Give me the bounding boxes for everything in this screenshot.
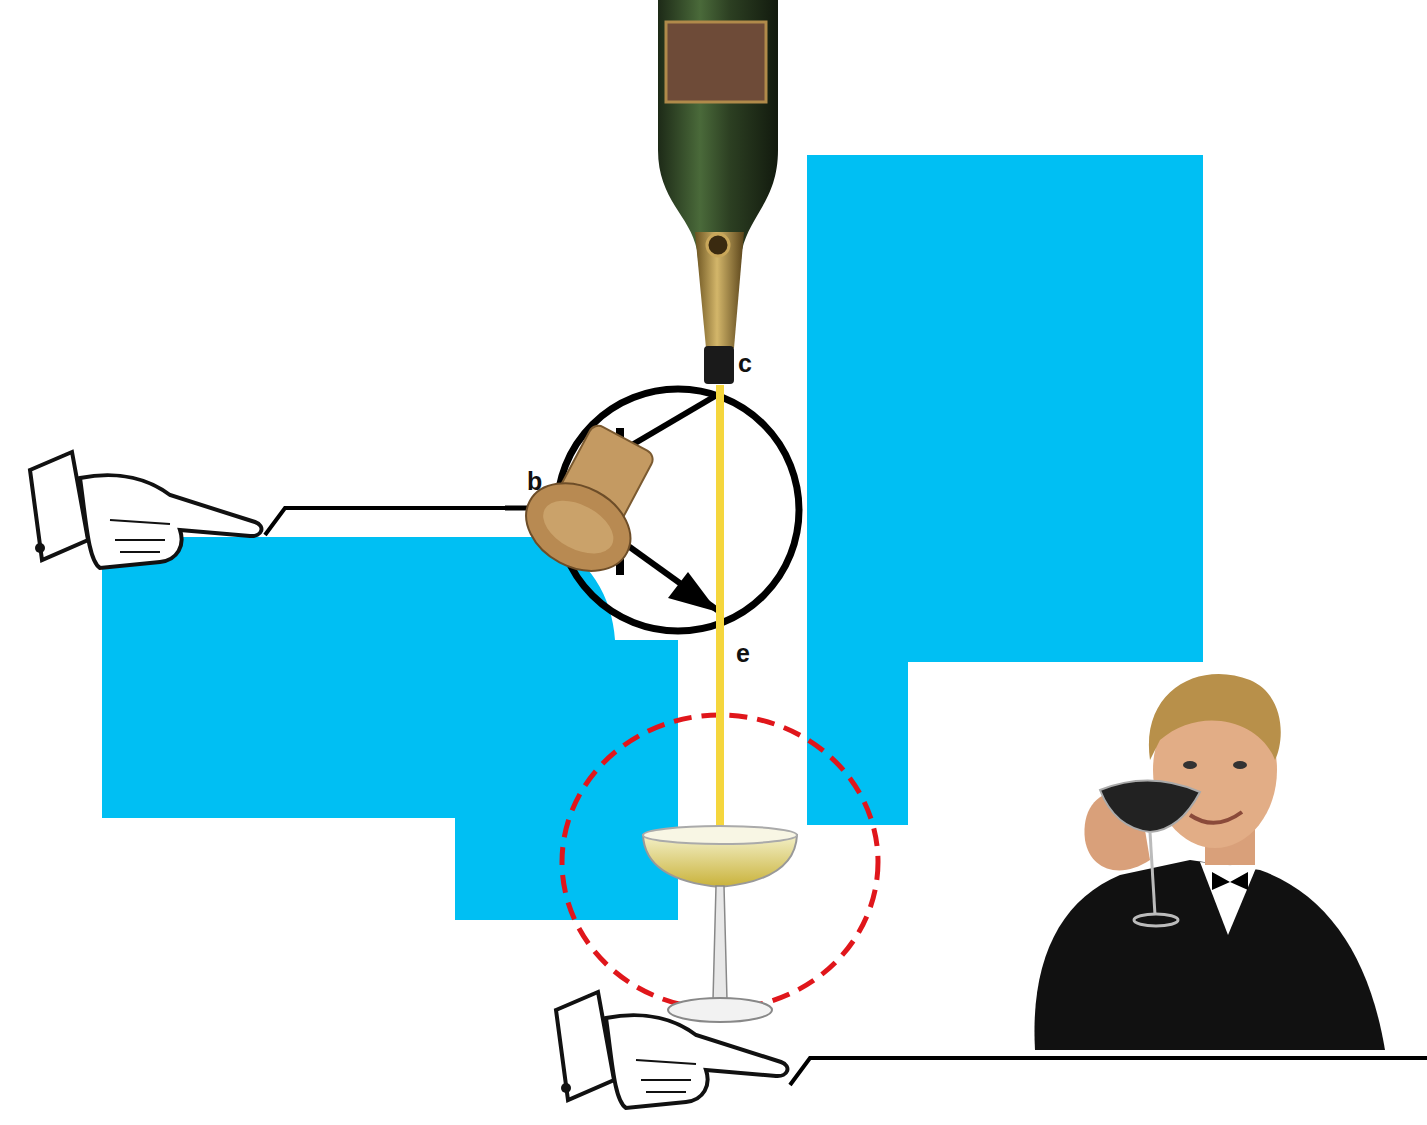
output-wire [790, 1058, 1427, 1085]
pointing-hand [30, 452, 261, 568]
blue-panel [807, 155, 1203, 825]
bottle-label [666, 22, 766, 102]
cork [511, 413, 674, 588]
toasting-man [1034, 674, 1385, 1050]
champagne-stream [716, 385, 724, 827]
bottle-seal [707, 234, 729, 256]
champagne-glass [643, 826, 797, 1022]
collector-lead [620, 392, 722, 452]
bottle-foil [695, 232, 744, 348]
input-wire [265, 508, 525, 535]
pointing-hand [556, 992, 787, 1108]
pin-label: c [735, 350, 755, 377]
pin-label: e [733, 640, 753, 667]
emitter-arrow [668, 572, 718, 612]
emitter-lead [620, 540, 720, 612]
bottle-neck [704, 346, 734, 384]
pin-label: b [524, 468, 545, 495]
